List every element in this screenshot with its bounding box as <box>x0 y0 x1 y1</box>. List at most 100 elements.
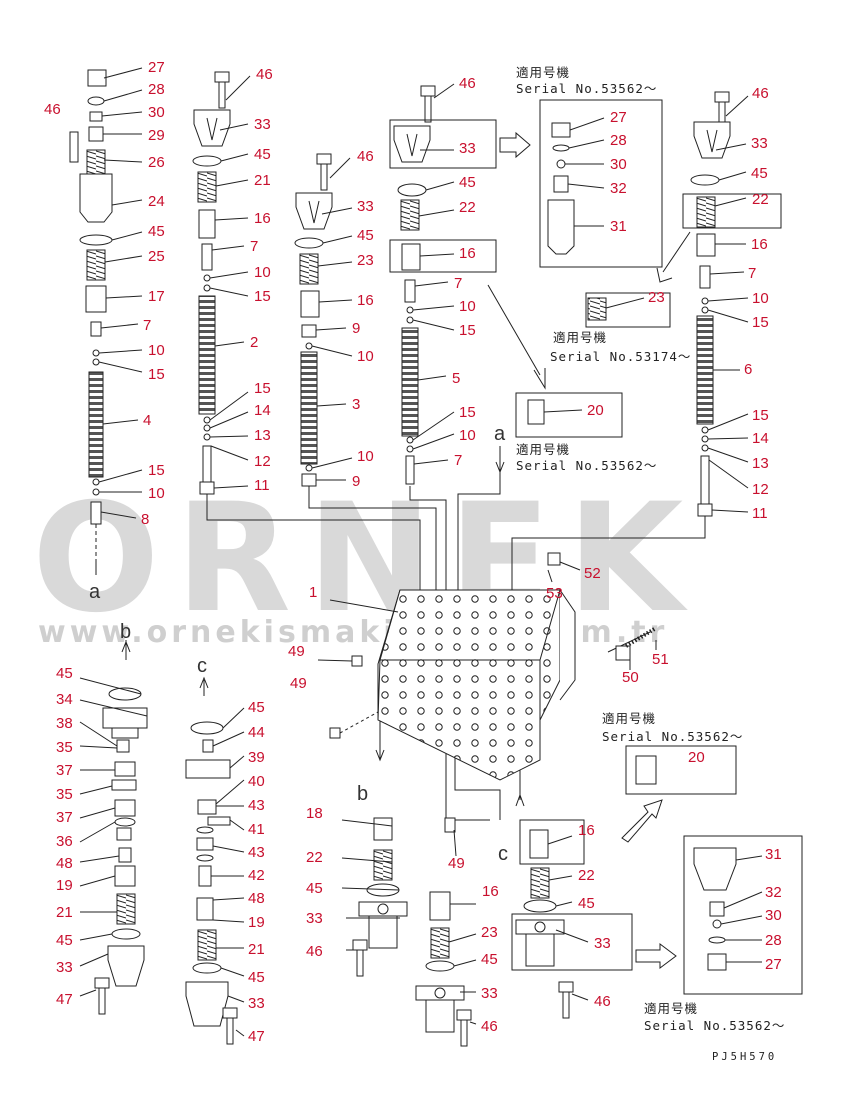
part-label: 15 <box>254 380 271 397</box>
part-label: 33 <box>56 959 73 976</box>
letter-c-top: c <box>197 655 207 677</box>
part-label: 45 <box>56 932 73 949</box>
part-label: 31 <box>765 846 782 863</box>
part-label: 33 <box>481 985 498 1002</box>
part-label: 46 <box>481 1018 498 1035</box>
part-label: 35 <box>56 786 73 803</box>
letter-b-top: b <box>120 621 131 643</box>
part-label: 43 <box>248 797 265 814</box>
serial-note-2: 適用号機 Serial No.53174～ <box>550 231 691 364</box>
part-label: 33 <box>751 135 768 152</box>
part-label: 10 <box>254 264 271 281</box>
part-label: 15 <box>752 314 769 331</box>
part-label: 21 <box>254 172 271 189</box>
part-label: 22 <box>578 867 595 884</box>
part-label: 10 <box>148 342 165 359</box>
part-label: 33 <box>594 935 611 952</box>
column-5-parts <box>682 91 782 517</box>
part-label: 16 <box>254 210 271 227</box>
part-label: 21 <box>248 941 265 958</box>
part-label: 33 <box>254 116 271 133</box>
lower-left-group <box>352 817 408 977</box>
part-label: 16 <box>578 822 595 839</box>
letter-a-left: a <box>89 581 101 603</box>
part-label: 24 <box>148 193 165 210</box>
part-label: 41 <box>248 821 265 838</box>
part-label: 10 <box>148 485 165 502</box>
part-label: 45 <box>751 165 768 182</box>
serial-note-3: 適用号機 Serial No.53562～ <box>487 284 656 473</box>
part-label: 17 <box>148 288 165 305</box>
part-label: 36 <box>56 833 73 850</box>
part-label: 2 <box>250 334 258 351</box>
part-label: 45 <box>56 665 73 682</box>
part-label: 19 <box>248 914 265 931</box>
part-label: 50 <box>622 669 639 686</box>
drawing-code: PJ5H570 <box>712 1051 777 1063</box>
serial-note-2-serial: Serial No.53174～ <box>550 349 691 364</box>
serial-note-3-title: 適用号機 <box>516 442 570 457</box>
part-label: 34 <box>56 691 73 708</box>
part-label: 1 <box>309 584 317 601</box>
part-label: 37 <box>56 809 73 826</box>
part-label: 51 <box>652 651 669 668</box>
part-label: 49 <box>448 855 465 872</box>
column-2-parts <box>192 71 231 495</box>
part-label: 7 <box>143 317 151 334</box>
part-label: 7 <box>748 265 756 282</box>
part-label: 44 <box>248 724 265 741</box>
part-label: 16 <box>459 245 476 262</box>
part-label: 3 <box>352 396 360 413</box>
part-label: 28 <box>765 932 782 949</box>
part-label: 45 <box>254 146 271 163</box>
part-label: 15 <box>254 288 271 305</box>
part-label: 15 <box>148 366 165 383</box>
part-label: 12 <box>254 453 271 470</box>
part-label: 47 <box>56 991 73 1008</box>
lower-middle-group <box>415 817 472 1047</box>
part-label: 45 <box>578 895 595 912</box>
part-label: 7 <box>250 238 258 255</box>
part-label: 46 <box>256 66 273 83</box>
part-label: 45 <box>306 880 323 897</box>
column-3-parts <box>294 153 333 487</box>
part-label: 11 <box>752 505 768 522</box>
part-label: 46 <box>459 75 476 92</box>
part-label: 42 <box>248 867 265 884</box>
serial-note-2-title: 適用号機 <box>553 330 607 345</box>
lower-right-group <box>511 819 677 1019</box>
part-label: 20 <box>587 402 604 419</box>
letter-c-bottom: c <box>498 843 508 865</box>
part-label: 16 <box>751 236 768 253</box>
part-label: 45 <box>248 699 265 716</box>
column-b-parts <box>94 687 148 1015</box>
leader-lines <box>79 67 763 1037</box>
part-label: 30 <box>610 156 627 173</box>
part-label: 23 <box>357 252 374 269</box>
part-label: 23 <box>648 289 665 306</box>
part-label: 14 <box>254 402 271 419</box>
serial-note-4: 適用号機 Serial No.53562～ <box>602 711 742 843</box>
part-label: 31 <box>610 218 627 235</box>
part-label: 16 <box>357 292 374 309</box>
serial-note-1: 適用号機 Serial No.53562～ <box>499 65 663 268</box>
part-label: 27 <box>610 109 627 126</box>
part-label: 22 <box>752 191 769 208</box>
part-label: 45 <box>148 223 165 240</box>
part-label: 38 <box>56 715 73 732</box>
part-label: 49 <box>288 643 305 660</box>
part-label: 33 <box>248 995 265 1012</box>
part-label: 29 <box>148 127 165 144</box>
part-label: 52 <box>584 565 601 582</box>
part-label: 46 <box>594 993 611 1010</box>
serial-note-1-title: 適用号機 <box>516 65 570 80</box>
part-label: 39 <box>248 749 265 766</box>
part-label: 22 <box>459 199 476 216</box>
part-label: 45 <box>248 969 265 986</box>
part-label: 14 <box>752 430 769 447</box>
part-label: 40 <box>248 773 265 790</box>
part-label: 49 <box>290 675 307 692</box>
part-label: 10 <box>459 298 476 315</box>
part-label: 18 <box>306 805 323 822</box>
